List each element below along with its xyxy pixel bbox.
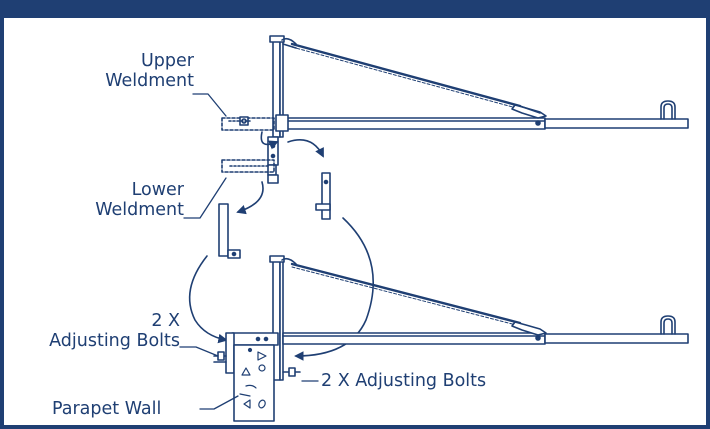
upper-weldment-label: Upper Weldment [104, 51, 194, 91]
header-bar [0, 0, 710, 18]
leader-lines [179, 93, 319, 410]
upper-weldment-label-line2: Weldment [105, 70, 194, 91]
assembly-arrows [188, 131, 374, 361]
upper-weldment-label-line1: Upper [141, 51, 194, 71]
lower-weldment-label-line1: Lower [131, 180, 184, 200]
adjusting-bolts-left-label: 2 X Adjusting Bolts [10, 311, 180, 351]
parapet-wall-label: Parapet Wall [52, 399, 162, 419]
adjusting-bolts-right-label: 2 X Adjusting Bolts [321, 371, 487, 391]
top-davit-assembly [221, 35, 689, 184]
adjusting-bolts-left-label-line2: Adjusting Bolts [49, 330, 180, 351]
lower-weldment-parts [218, 159, 331, 259]
lower-weldment-label-line2: Weldment [95, 199, 184, 220]
bottom-davit-assembly [213, 255, 689, 422]
lower-weldment-label: Lower Weldment [94, 180, 184, 220]
adjusting-bolts-left-label-line1: 2 X [151, 311, 180, 331]
